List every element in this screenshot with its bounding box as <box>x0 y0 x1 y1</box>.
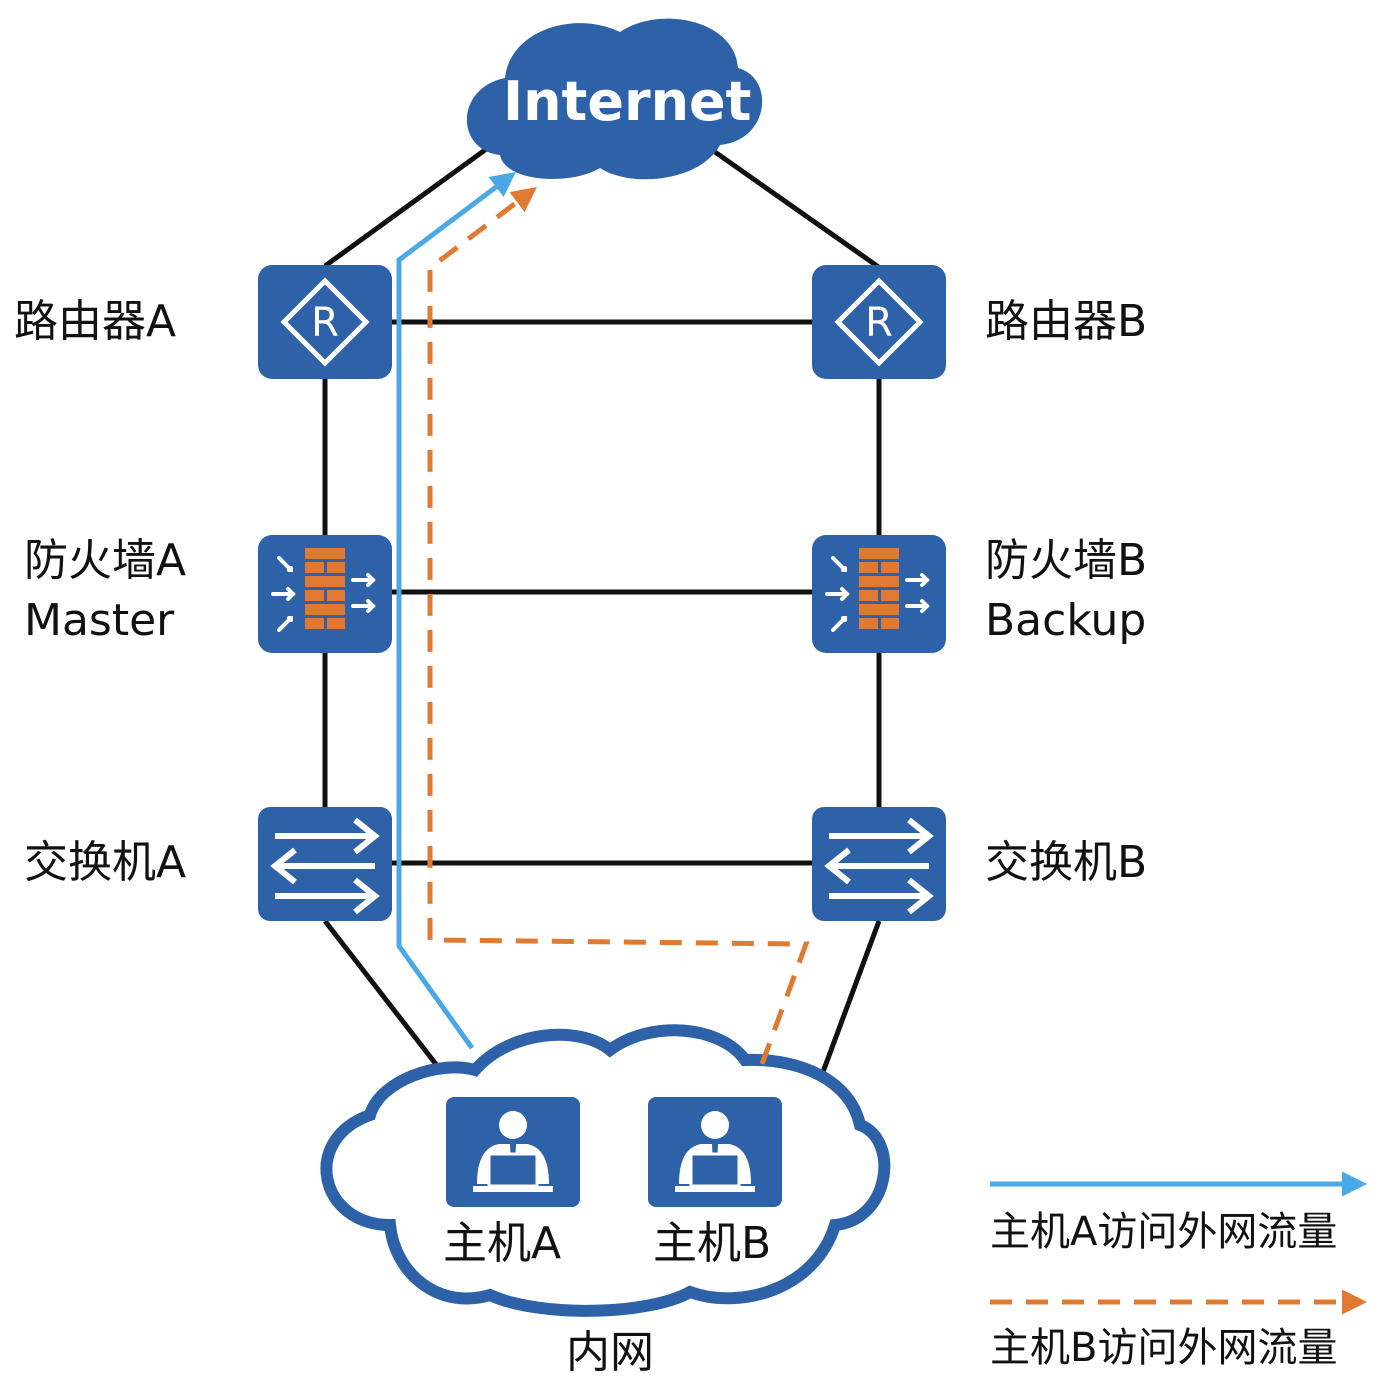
switch-a-label: 交换机A <box>24 837 187 888</box>
firewall-a-label: 防火墙A <box>24 535 187 586</box>
host-b-traffic-path <box>427 186 810 1065</box>
firewall-b-label: 防火墙B <box>985 535 1148 586</box>
switch-a-icon <box>258 807 392 921</box>
router-a-label: 路由器A <box>14 296 177 347</box>
firewall-a-icon <box>256 533 394 655</box>
router-b-icon <box>812 265 946 379</box>
intranet-cloud <box>320 1024 891 1317</box>
legend-label-host-b: 主机B访问外网流量 <box>990 1325 1338 1371</box>
router-a-icon <box>258 265 392 379</box>
firewall-b-icon <box>810 533 948 655</box>
firewall-b-role: Backup <box>985 595 1147 646</box>
legend-label-host-a: 主机A访问外网流量 <box>990 1209 1338 1255</box>
connection-links <box>322 139 882 1081</box>
host-a-icon <box>444 1095 582 1209</box>
host-b-label: 主机B <box>653 1218 772 1269</box>
internet-cloud <box>466 18 763 180</box>
intranet-label: 内网 <box>566 1327 654 1378</box>
switch-b-icon <box>812 807 946 921</box>
host-a-traffic-path <box>396 171 516 1050</box>
firewall-a-role: Master <box>24 595 175 646</box>
host-b-icon <box>646 1095 784 1209</box>
internet-label: Internet <box>503 70 752 133</box>
router-b-label: 路由器B <box>985 296 1148 347</box>
switch-b-label: 交换机B <box>985 837 1148 888</box>
host-a-label: 主机A <box>443 1218 562 1269</box>
